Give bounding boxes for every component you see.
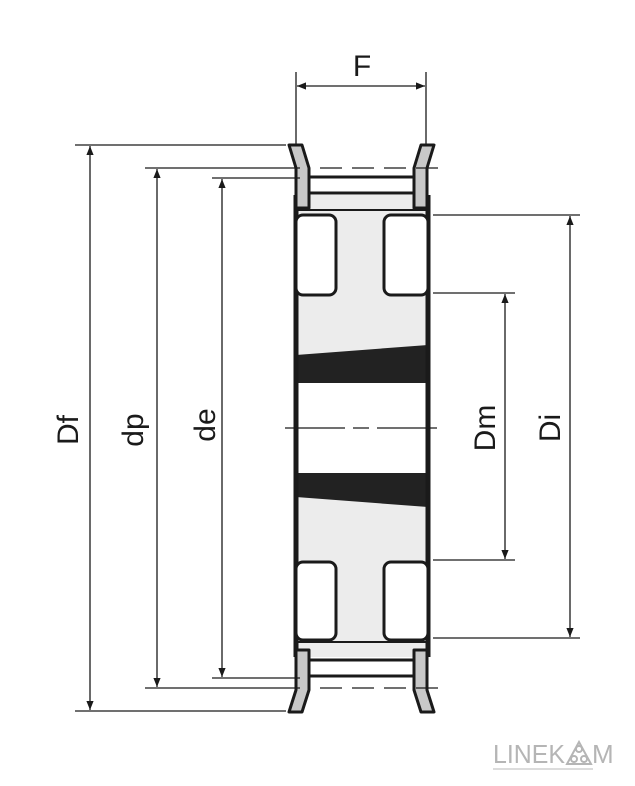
label-Df: Df bbox=[52, 414, 85, 445]
flange-bottom-right bbox=[412, 648, 436, 714]
pulley-body bbox=[293, 175, 431, 678]
flange-top-right bbox=[412, 143, 436, 210]
label-dp: dp bbox=[117, 413, 150, 446]
svg-text:LINEK: LINEK bbox=[493, 739, 566, 769]
dimension-lines bbox=[75, 72, 580, 712]
spoke-window bbox=[382, 213, 430, 297]
bush-lower bbox=[296, 473, 428, 507]
label-de: de bbox=[189, 408, 222, 441]
label-F: F bbox=[353, 50, 371, 83]
spoke-window bbox=[294, 560, 338, 642]
spoke-window bbox=[382, 560, 430, 642]
flange-top-left bbox=[287, 143, 311, 210]
spoke-window bbox=[294, 213, 338, 297]
label-Dm: Dm bbox=[469, 405, 502, 452]
logo-rollers-icon bbox=[565, 739, 593, 765]
linekom-logo: LINEK M bbox=[493, 739, 614, 770]
label-Di: Di bbox=[534, 414, 567, 442]
flange-bottom-left bbox=[287, 648, 311, 714]
svg-text:M: M bbox=[592, 739, 614, 769]
bush-upper bbox=[296, 345, 428, 383]
